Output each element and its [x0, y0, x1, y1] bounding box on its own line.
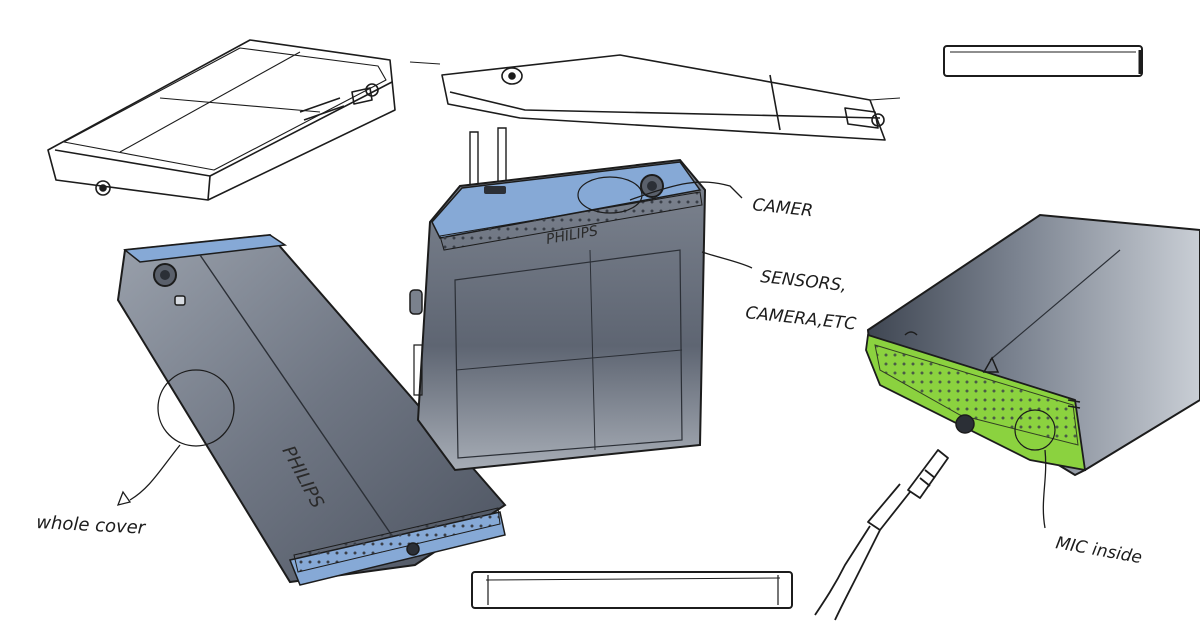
usb-port-icon: [484, 186, 506, 194]
annotation-mic-inside: MIC inside: [1054, 533, 1143, 568]
annotation-leaders: [116, 181, 1047, 529]
phone-render-center: PHILIPS: [409, 127, 707, 472]
side-bar-sketch-bottom: [471, 571, 793, 609]
annotation-sensors-detail: CAMERA,ETC: [744, 303, 857, 335]
detail-callout-circle: [577, 176, 643, 214]
outline-phone-sketch-topleft: [47, 39, 396, 201]
annotation-whole-cover: whole cover: [36, 512, 148, 539]
headphone-jack-icon: [406, 542, 420, 556]
phone-render-right: [865, 213, 1200, 477]
detail-callout-circle: [157, 369, 235, 447]
headphone-plug-sketch: [814, 449, 949, 621]
phone-render-left: PHILIPS: [116, 233, 507, 586]
flash-icon: [174, 295, 186, 306]
side-bar-sketch-topright: [943, 45, 1143, 77]
annotation-sensors: SENSORS,: [759, 267, 847, 296]
side-button: [409, 289, 423, 315]
annotation-camera: CAMER: [751, 195, 813, 221]
detail-callout-circle: [1014, 409, 1056, 451]
headphone-jack-icon: [955, 414, 975, 434]
side-view-sketch-top: [409, 54, 901, 141]
